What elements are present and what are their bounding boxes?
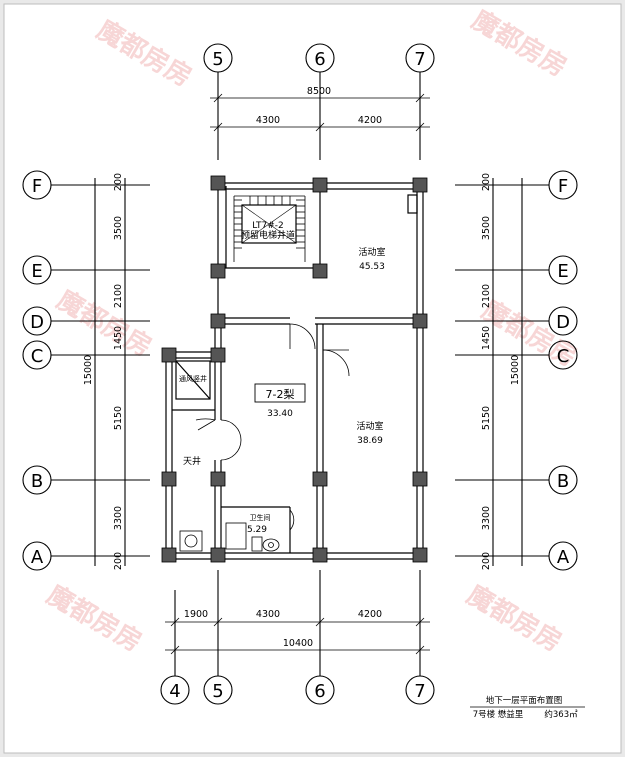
activity-room-upper-area: 45.53 bbox=[359, 262, 385, 272]
axis-bottom-5: 5 bbox=[212, 681, 223, 702]
unit-area: 33.40 bbox=[267, 409, 293, 419]
dim-left-bottom-small: 200 bbox=[113, 552, 124, 570]
dim-bottom-5-6: 4300 bbox=[256, 609, 280, 620]
dim-right-C-B: 5150 bbox=[481, 406, 492, 430]
dim-right-B-A: 3300 bbox=[481, 506, 492, 530]
top-dimension-lines bbox=[210, 93, 430, 132]
fixtures bbox=[179, 522, 280, 552]
unit-name: 7-2梨 bbox=[266, 387, 295, 401]
axis-top-5: 5 bbox=[212, 49, 223, 70]
axis-right-D: D bbox=[556, 312, 570, 333]
dim-right-D-C: 1450 bbox=[481, 326, 492, 350]
drawing-paper bbox=[3, 3, 622, 754]
vent-shaft-label: 通风竖井 bbox=[179, 374, 207, 383]
wc-label: 卫生间 bbox=[250, 513, 271, 522]
axis-right-B: B bbox=[557, 471, 569, 492]
dim-left-total: 15000 bbox=[83, 355, 94, 385]
axis-left-B: B bbox=[31, 471, 43, 492]
dim-right-F-E: 3500 bbox=[481, 216, 492, 240]
caption-block: 地下一层平面布置图 7号楼 懋益里 约363㎡ bbox=[470, 695, 585, 720]
columns bbox=[161, 175, 428, 563]
axis-bottom-6: 6 bbox=[314, 681, 325, 702]
bottom-dimension-lines bbox=[165, 617, 430, 655]
top-axis-bubbles bbox=[203, 43, 435, 160]
lift-sublabel: 预留电梯井道 bbox=[241, 229, 295, 241]
dim-right-bottom-small: 200 bbox=[481, 552, 492, 570]
axis-top-7: 7 bbox=[414, 49, 425, 70]
axis-left-C: C bbox=[31, 346, 44, 367]
lift-label: LT7#-2 bbox=[252, 221, 284, 231]
dim-left-E-D: 2100 bbox=[113, 284, 124, 308]
dim-right-E-D: 2100 bbox=[481, 284, 492, 308]
activity-room-lower-area: 38.69 bbox=[357, 436, 383, 446]
activity-room-upper-label: 活动室 bbox=[358, 246, 385, 258]
dim-top-total: 8500 bbox=[307, 86, 331, 97]
dim-top-6-7: 4200 bbox=[358, 115, 382, 126]
unit-label-box bbox=[254, 383, 306, 403]
dim-bottom-6-7: 4200 bbox=[358, 609, 382, 620]
light-well-label: 天井 bbox=[183, 455, 201, 467]
dim-left-F-E: 3500 bbox=[113, 216, 124, 240]
stair bbox=[233, 195, 306, 262]
axis-right-F: F bbox=[558, 176, 568, 197]
right-row-bubbles bbox=[455, 170, 578, 571]
axis-right-E: E bbox=[557, 261, 568, 282]
doors bbox=[195, 323, 350, 531]
axis-left-E: E bbox=[31, 261, 42, 282]
caption-building: 7号楼 懋益里 bbox=[473, 709, 524, 720]
axis-left-A: A bbox=[31, 547, 44, 568]
axis-bottom-4: 4 bbox=[169, 681, 180, 702]
wc-area: 5.29 bbox=[247, 525, 267, 535]
left-row-bubbles bbox=[22, 170, 150, 571]
dim-left-D-C: 1450 bbox=[113, 326, 124, 350]
dim-left-B-A: 3300 bbox=[113, 506, 124, 530]
dim-bottom-4-5: 1900 bbox=[184, 609, 208, 620]
axis-bottom-7: 7 bbox=[414, 681, 425, 702]
caption-title: 地下一层平面布置图 bbox=[486, 695, 563, 706]
axis-left-F: F bbox=[32, 176, 42, 197]
dim-bottom-total: 10400 bbox=[283, 638, 313, 649]
walls bbox=[165, 182, 424, 560]
axis-right-A: A bbox=[557, 547, 570, 568]
dim-right-total: 15000 bbox=[510, 355, 521, 385]
activity-room-lower-label: 活动室 bbox=[356, 420, 383, 432]
dim-top-5-6: 4300 bbox=[256, 115, 280, 126]
bottom-axis-bubbles bbox=[160, 570, 435, 705]
caption-area: 约363㎡ bbox=[544, 709, 578, 720]
axis-left-D: D bbox=[30, 312, 44, 333]
dim-left-top-small: 200 bbox=[113, 173, 124, 191]
axis-right-C: C bbox=[557, 346, 570, 367]
axis-top-6: 6 bbox=[314, 49, 325, 70]
dim-right-top-small: 200 bbox=[481, 173, 492, 191]
dim-left-C-B: 5150 bbox=[113, 406, 124, 430]
